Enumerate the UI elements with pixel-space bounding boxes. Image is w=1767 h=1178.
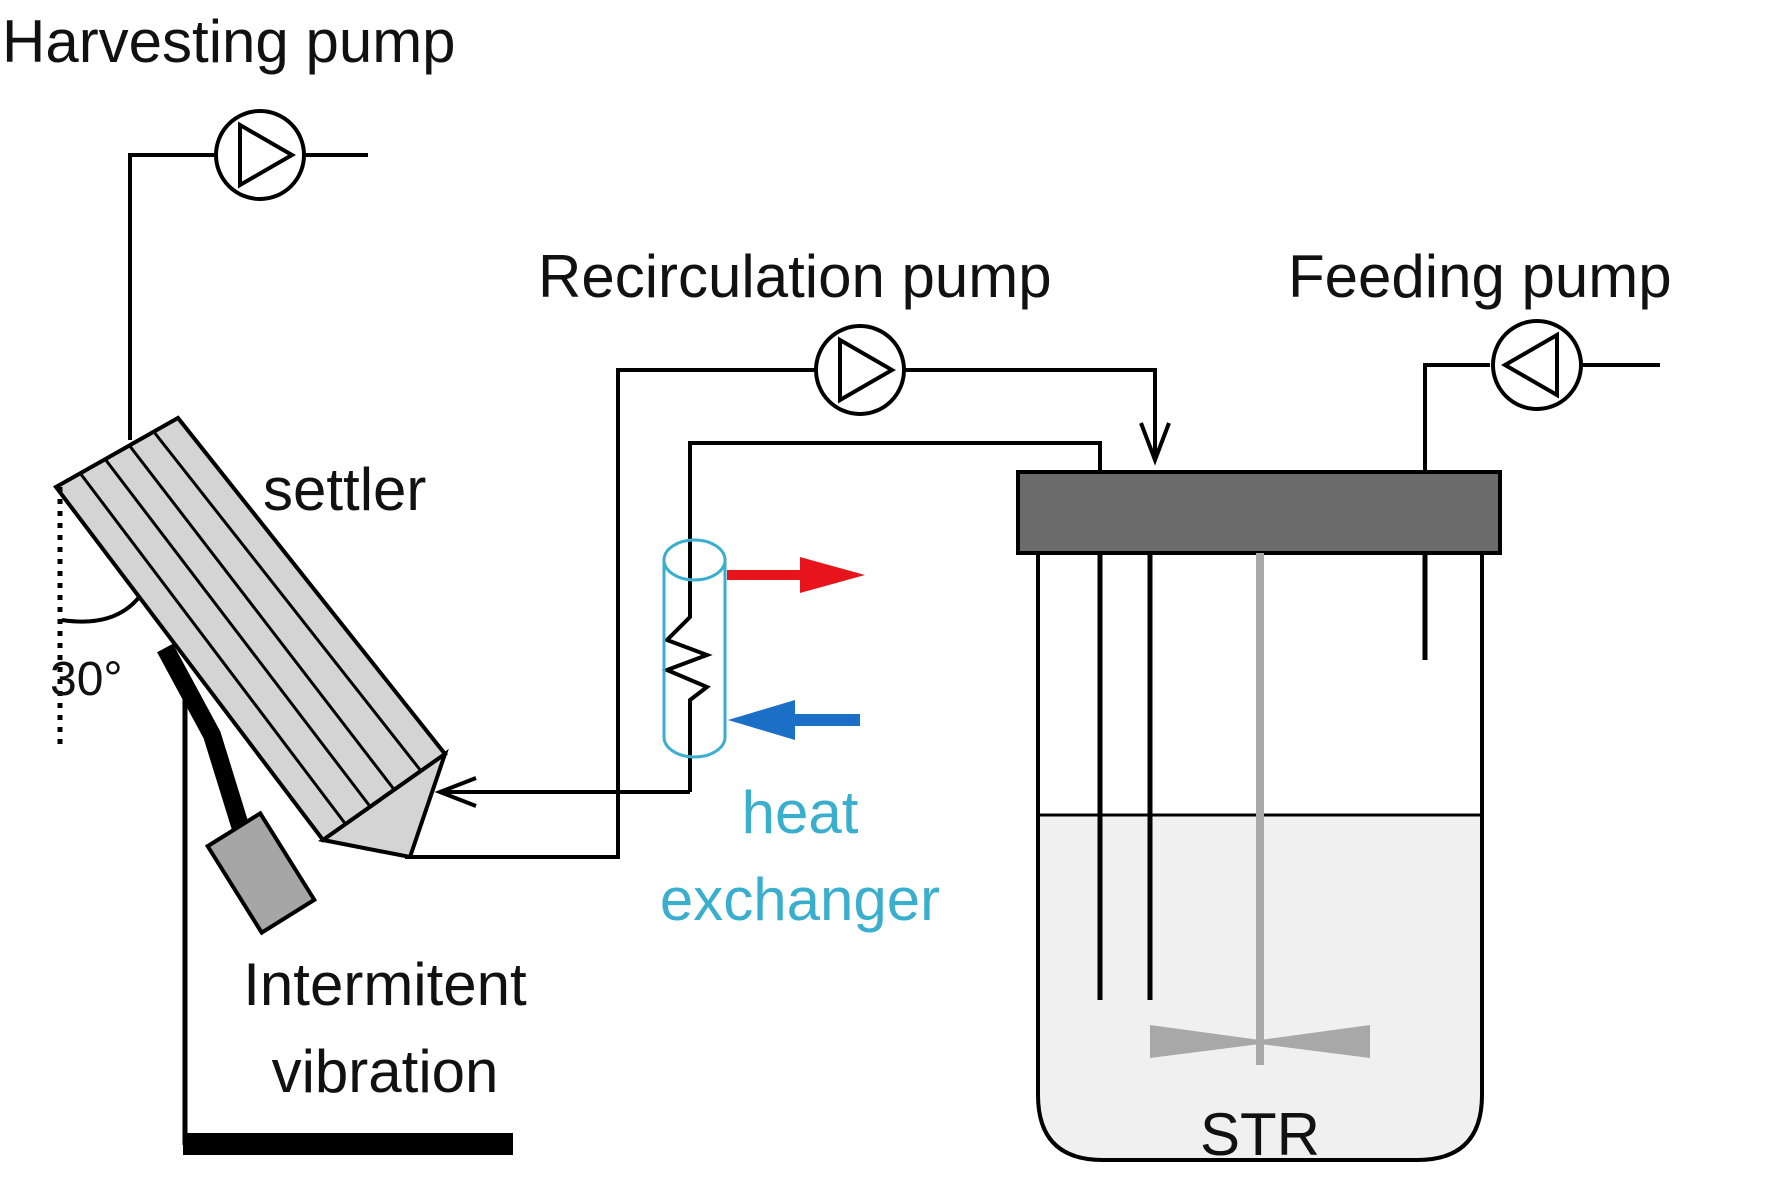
reactor-label: STR: [1200, 1101, 1320, 1168]
heat-exchanger-coil: [661, 580, 713, 792]
reactor-to-heat-exchanger-pipe: [688, 441, 1102, 580]
harvesting-pump-icon: [214, 109, 306, 201]
settler-cone: [318, 748, 449, 860]
vibration-label-line2: vibration: [272, 1038, 499, 1105]
feeding-pipe: [1423, 363, 1490, 472]
reactor: [1016, 470, 1502, 1162]
heat-exchanger-label-line1: heat: [742, 779, 859, 846]
heat-exchanger-label-line2: exchanger: [660, 866, 940, 933]
settler: [53, 415, 449, 860]
recirculation-pump-icon: [814, 324, 906, 416]
recirculation-pipe-to-reactor: [905, 368, 1157, 458]
vibrator-motor: [204, 810, 318, 936]
stand-base: [183, 1133, 513, 1155]
recirculation-pump-label: Recirculation pump: [538, 243, 1052, 310]
vibration-stand: [157, 643, 513, 1155]
reactor-headplate: [1016, 470, 1502, 555]
recirculation-arrowhead: [1139, 422, 1171, 466]
heat-exchanger-shell: [662, 538, 727, 759]
angle-arc: [61, 594, 142, 624]
harvesting-pump-label: Harvesting pump: [2, 8, 456, 75]
recirculation-pipe-return: [405, 368, 815, 859]
vibration-label-line1: Intermitent: [243, 951, 527, 1018]
hot-outlet-arrow-icon: [727, 557, 865, 593]
stand-arm: [157, 643, 255, 848]
feeding-pump-icon: [1491, 319, 1583, 411]
harvest-pipe: [128, 153, 215, 440]
impeller-blades-icon: [1150, 1025, 1370, 1058]
feeding-pump-label: Feeding pump: [1288, 243, 1672, 310]
reactor-vessel: [1036, 553, 1484, 1162]
angle-label: 30°: [50, 653, 123, 706]
settler-label: settler: [263, 456, 426, 523]
cold-inlet-arrow-icon: [728, 700, 860, 740]
settler-inlet-arrowhead: [434, 776, 477, 808]
